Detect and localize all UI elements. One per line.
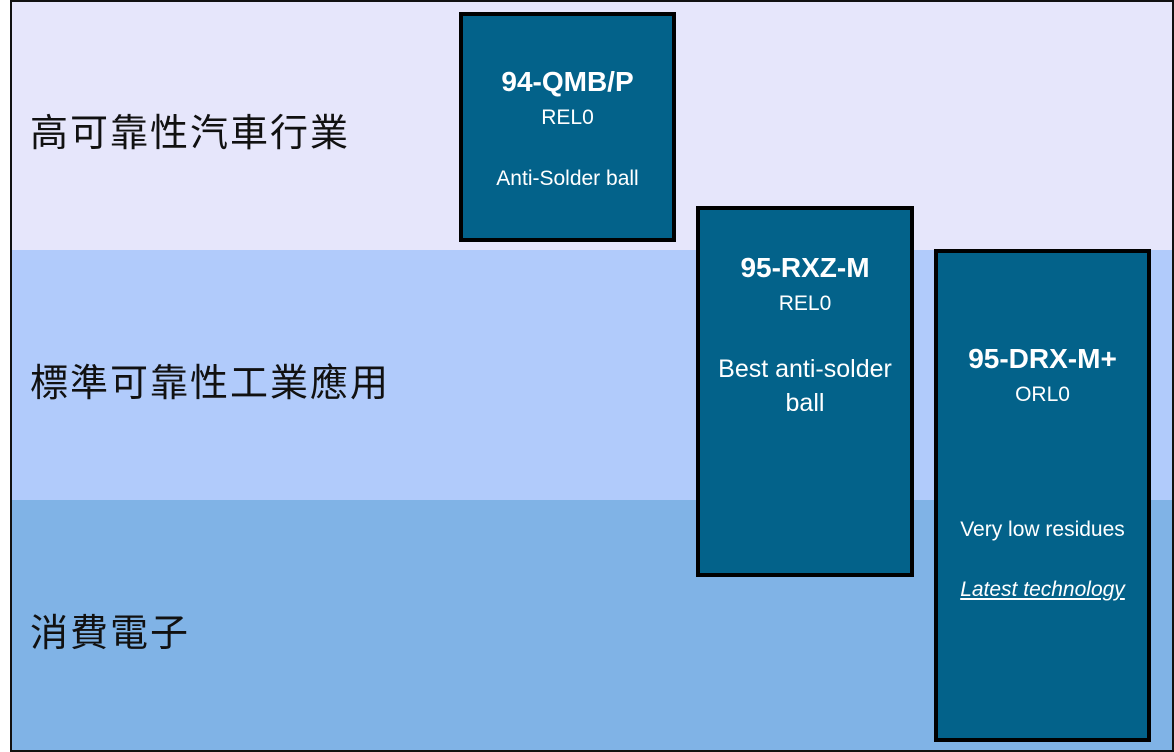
product-grade: REL0	[541, 106, 594, 129]
product-code: 94-QMB/P	[501, 66, 634, 97]
product-feature: Anti-Solder ball	[496, 167, 639, 190]
product-grade: REL0	[778, 292, 832, 315]
segment-label: 消費電子	[30, 611, 191, 655]
product-box-95-rxz: 95-RXZ-M REL0 Best anti-solder ball	[696, 206, 914, 577]
product-feature: Best anti-solder ball	[718, 355, 892, 417]
product-code: 95-DRX-M+	[968, 343, 1117, 374]
segment-label: 標準可靠性工業應用	[30, 361, 391, 405]
product-box-94-qmb: 94-QMB/P REL0 Anti-Solder ball	[459, 12, 676, 242]
latest-technology-link[interactable]: Latest technology	[960, 578, 1125, 601]
product-box-95-drx: 95-DRX-M+ ORL0 Very low residues Latest …	[934, 249, 1151, 742]
product-feature: Very low residues	[960, 518, 1125, 541]
segment-label: 高可靠性汽車行業	[30, 111, 351, 155]
product-code: 95-RXZ-M	[740, 252, 870, 283]
product-grade: ORL0	[1015, 383, 1070, 406]
